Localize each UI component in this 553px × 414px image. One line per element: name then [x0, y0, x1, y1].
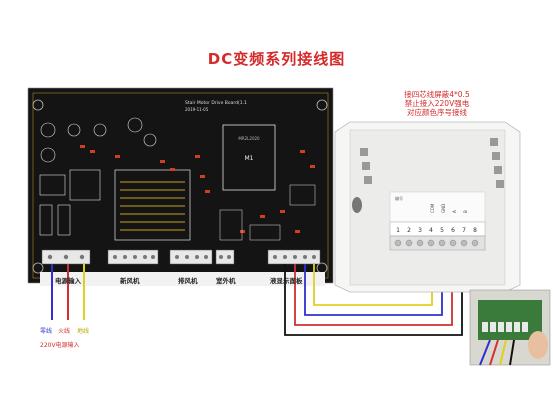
pin-number: 5 [440, 227, 444, 234]
label-neutral: 零线 [40, 328, 53, 335]
label-live: 火线 [58, 328, 71, 335]
pin-number: 7 [462, 227, 466, 234]
label-exhaust: 排风机 [178, 277, 198, 285]
label-ground: 地线 [77, 328, 90, 335]
pin-label-b: B [463, 210, 468, 213]
mount-hole [32, 262, 44, 274]
pin-label-a: A [452, 210, 457, 213]
main-chip [222, 124, 276, 191]
chip-sub-label: MR2L2020 [238, 136, 260, 141]
pin-number: 6 [451, 227, 455, 234]
inset-photo [469, 289, 551, 366]
board-silkscreen-title: Stair Motor Drive Board(1.1 [185, 100, 247, 106]
connector-exhaust [169, 249, 213, 265]
pin-label-com: COM [430, 203, 435, 213]
mount-hole [316, 99, 328, 111]
note-line-3: 对应颜色序号接线 [407, 108, 467, 117]
label-power-input: 220V电源输入 [40, 342, 80, 349]
note-line-2: 禁止接入220V强电 [404, 99, 470, 108]
control-panel: 编号 COM GND A B 1 2 3 4 5 6 7 8 [334, 121, 521, 293]
connector-outdoor [215, 249, 235, 265]
pin-number: 2 [407, 227, 411, 234]
board-date: 2019-11-05 [185, 107, 209, 112]
label-power-in: 电源输入 [55, 277, 81, 285]
pin-number: 8 [473, 227, 477, 234]
pin-number: 3 [418, 227, 422, 234]
pcb-board: M1 MR2L2020 Stair Motor Drive Board(1.1 … [27, 87, 334, 284]
mount-hole [32, 99, 44, 111]
label-display: 液显示面板 [270, 277, 303, 285]
panel-header: 编号 [395, 195, 403, 201]
pin-label-gnd: GND [441, 204, 446, 213]
note-line-1: 接四芯线屏蔽4*0.5 [404, 90, 470, 99]
label-outdoor: 室外机 [216, 277, 236, 285]
diagram-title: DC变频系列接线图 [207, 50, 346, 68]
label-fresh-air: 新风机 [120, 277, 140, 285]
chip-label: M1 [245, 155, 254, 162]
pin-number: 1 [396, 227, 400, 234]
wiring-note: 接四芯线屏蔽4*0.5 禁止接入220V强电 对应颜色序号接线 [382, 90, 492, 117]
pin-number: 4 [429, 227, 433, 234]
